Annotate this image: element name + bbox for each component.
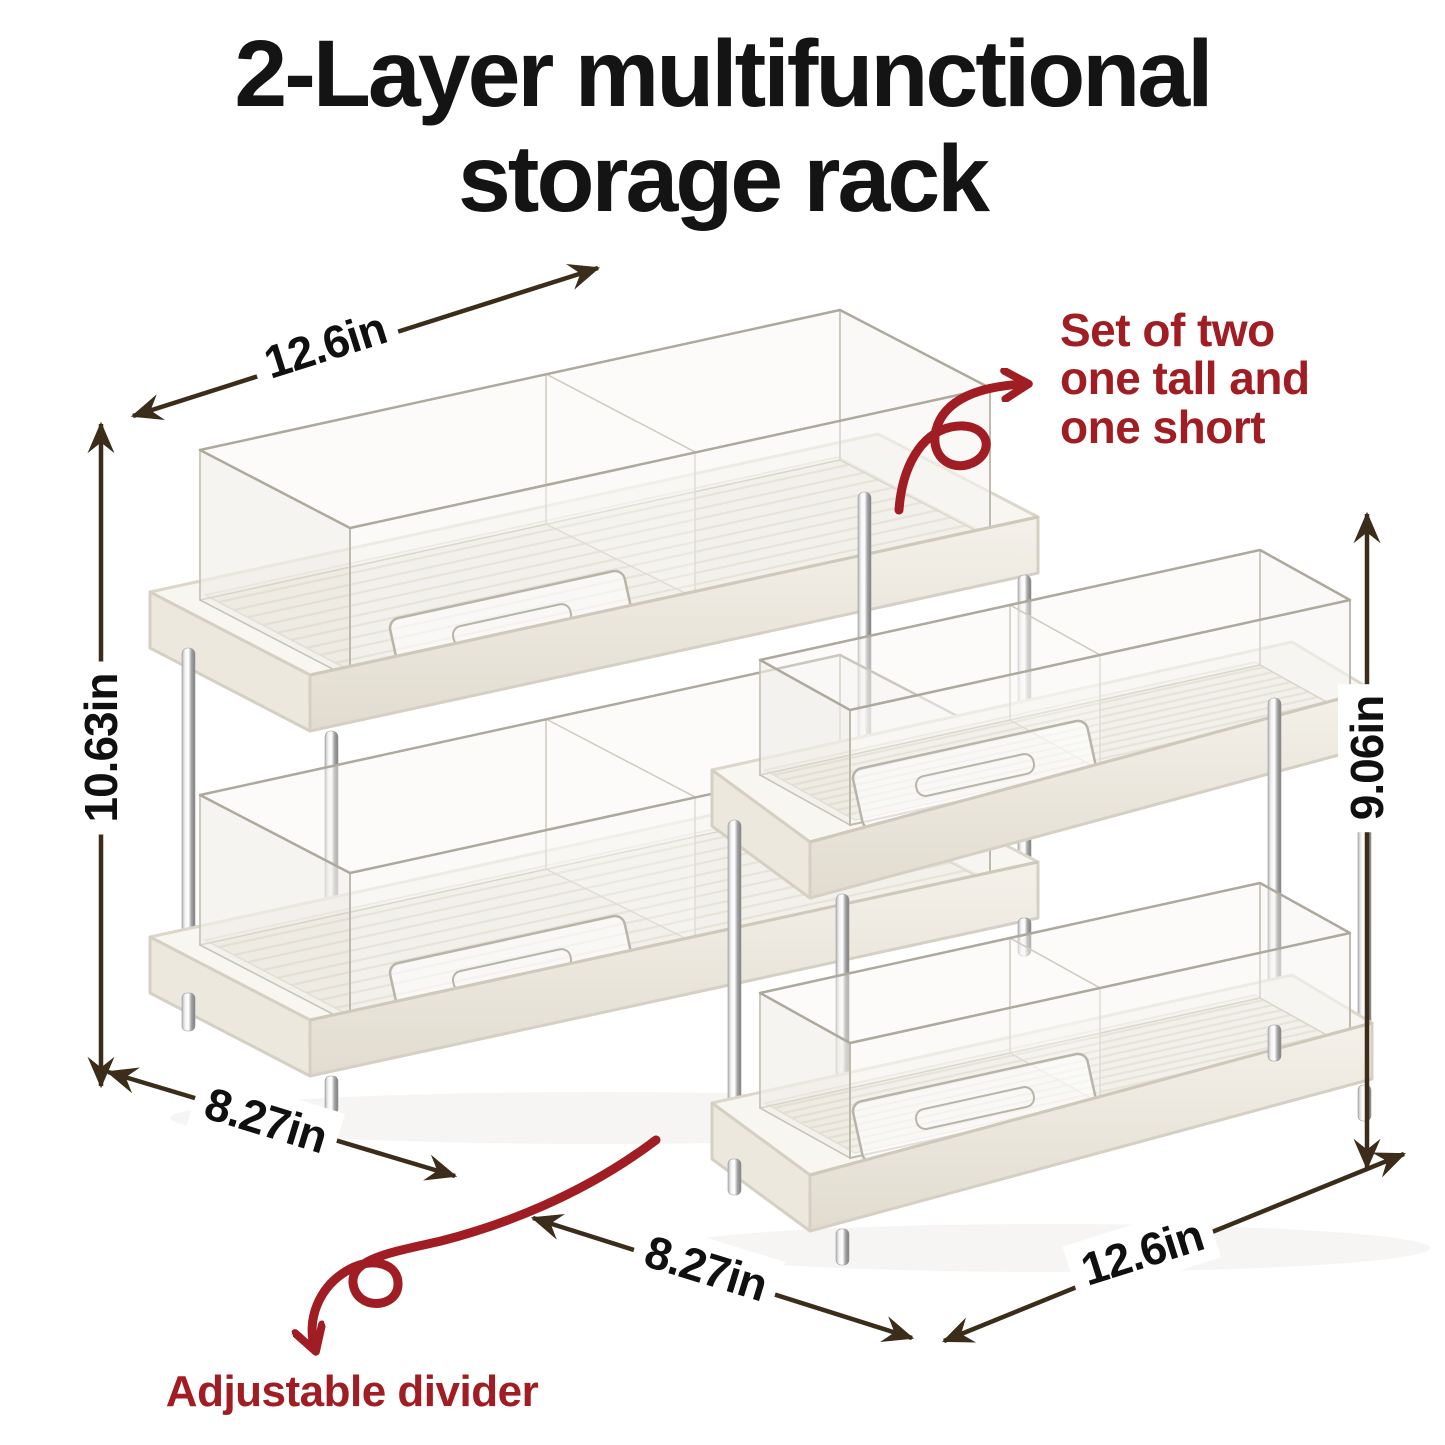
- set-note-line1: Set of two: [1060, 304, 1275, 356]
- page-title: 2-Layer multifunctional storage rack: [0, 21, 1445, 233]
- rack-short: [710, 548, 1374, 1266]
- page-title-line1: 2-Layer multifunctional: [234, 21, 1213, 127]
- page-title-line2: storage rack: [457, 126, 990, 233]
- rack-tall: [148, 308, 1040, 1115]
- annotation-arrow-divider-note: [312, 1135, 661, 1349]
- divider-note: Adjustable divider: [165, 1367, 539, 1416]
- dim-label-right-height: 9.06in: [1338, 683, 1396, 833]
- dim-label-left-height: 10.63in: [72, 661, 130, 835]
- set-note-line3: one short: [1060, 400, 1266, 453]
- annotation-arrow-set-note: [894, 384, 1026, 515]
- set-note-line2: one tall and: [1060, 352, 1310, 405]
- set-note: Set of two one tall and one short: [1060, 306, 1310, 451]
